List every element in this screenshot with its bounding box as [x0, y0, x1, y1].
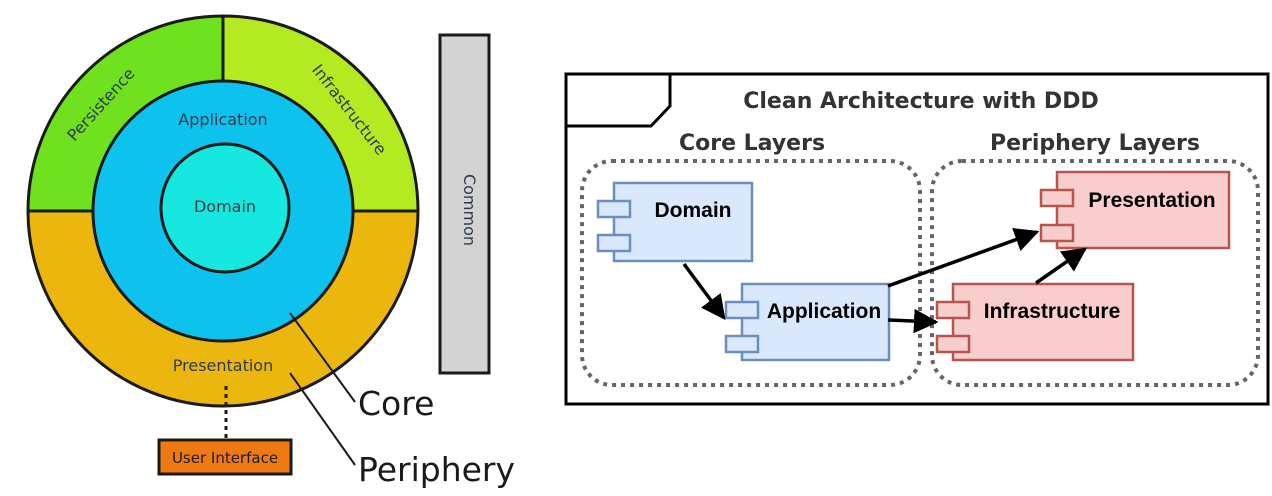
core-leader — [289, 312, 356, 403]
periphery-layers-group — [930, 159, 1260, 387]
presentation-component-label: Presentation — [1088, 189, 1215, 212]
domain-to-application-arrow — [682, 262, 726, 320]
periphery-leader — [289, 372, 356, 466]
periphery-callout: Periphery — [358, 450, 515, 489]
domain-core — [159, 142, 291, 274]
application-to-infrastructure-arrow — [887, 308, 939, 334]
periphery-layers-title: Periphery Layers — [990, 131, 1200, 156]
application-component-label: Application — [767, 300, 881, 323]
user-interface-box — [157, 438, 293, 476]
port-icon — [1039, 223, 1075, 243]
application-component: Application — [724, 282, 891, 362]
port-icon — [935, 300, 971, 320]
presentation-component: Presentation — [1039, 170, 1231, 250]
domain-component-label: Domain — [654, 199, 731, 222]
user-interface-label: User Interface — [172, 449, 278, 467]
port-icon — [724, 300, 760, 320]
frame-title: Clean Architecture with DDD — [743, 89, 1098, 114]
common-bar — [438, 33, 491, 375]
domain-label: Domain — [194, 197, 256, 216]
port-icon — [596, 233, 632, 253]
core-callout: Core — [358, 384, 434, 423]
port-icon — [596, 199, 632, 219]
presentation-label: Presentation — [173, 356, 273, 375]
port-icon — [1039, 188, 1075, 208]
domain-component: Domain — [596, 181, 754, 263]
core-layers-title: Core Layers — [679, 131, 825, 156]
onion-diagram: Persistence Infrastructure Application D… — [26, 14, 515, 489]
infrastructure-to-presentation-arrow — [1035, 247, 1088, 285]
infrastructure-component: Infrastructure — [935, 282, 1135, 362]
infrastructure-component-label: Infrastructure — [984, 300, 1121, 323]
application-to-presentation-arrow — [887, 227, 1040, 288]
frame-tab — [566, 74, 672, 128]
component-diagram: Clean Architecture with DDD Core Layers … — [564, 72, 1270, 406]
common-label: Common — [460, 174, 479, 246]
port-icon — [935, 334, 971, 354]
port-icon — [724, 334, 760, 354]
application-label: Application — [178, 110, 267, 129]
